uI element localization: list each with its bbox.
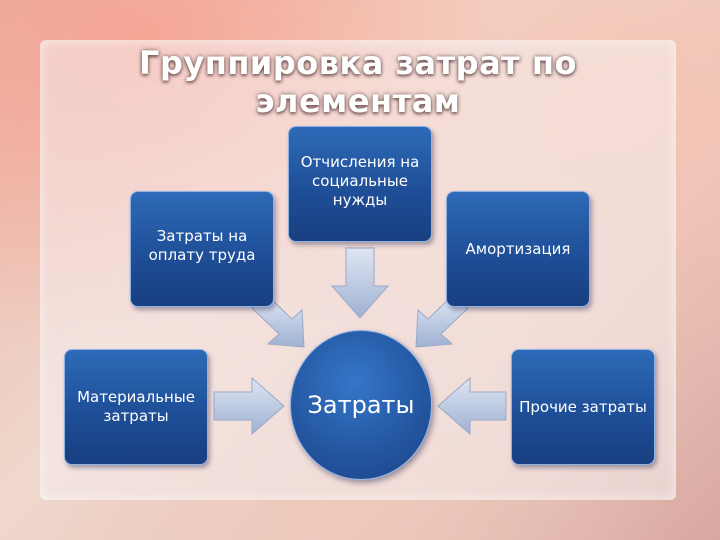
node-amortization: Амортизация — [446, 191, 590, 307]
node-material-costs: Материальные затраты — [64, 349, 208, 465]
center-node-costs: Затраты — [290, 330, 432, 480]
node-labor-costs: Затраты на оплату труда — [130, 191, 274, 307]
node-other-costs: Прочие затраты — [511, 349, 655, 465]
node-material-label: Материальные затраты — [77, 388, 195, 425]
node-other-label: Прочие затраты — [519, 397, 647, 416]
node-social-contributions: Отчисления на социальные нужды — [288, 126, 432, 242]
slide-title: Группировка затрат по элементам — [139, 44, 577, 120]
node-labor-label: Затраты на оплату труда — [148, 227, 256, 264]
arrow-material — [213, 376, 285, 436]
arrow-social — [330, 247, 390, 319]
node-social-label: Отчисления на социальные нужды — [300, 153, 420, 209]
arrow-other — [437, 376, 507, 436]
center-node-label: Затраты — [307, 391, 415, 419]
node-amort-label: Амортизация — [465, 239, 571, 258]
